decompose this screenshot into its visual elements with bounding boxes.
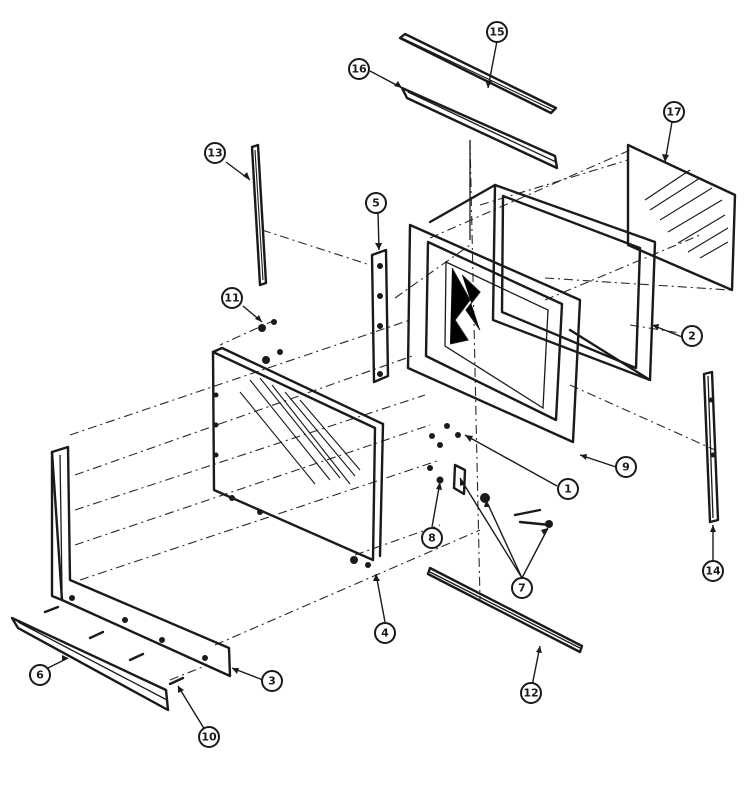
callout-4: 4 bbox=[374, 622, 396, 644]
callout-7: 7 bbox=[511, 577, 533, 599]
part-9-door-frame bbox=[406, 223, 582, 444]
part-10-screws bbox=[43, 605, 185, 686]
callout-13: 13 bbox=[204, 142, 226, 164]
part-6-bottom-strip bbox=[10, 616, 170, 712]
callout-9: 9 bbox=[615, 456, 637, 478]
callout-10-label: 10 bbox=[201, 731, 217, 744]
part-17-back-panel bbox=[626, 143, 737, 292]
callout-5: 5 bbox=[365, 192, 387, 214]
part-16-top-panel bbox=[400, 86, 559, 170]
callout-16: 16 bbox=[348, 58, 370, 80]
callout-17: 17 bbox=[663, 101, 685, 123]
callout-12: 12 bbox=[520, 682, 542, 704]
part-7-hinge-pins bbox=[452, 463, 553, 528]
part-2-rear-frame bbox=[428, 140, 657, 382]
callout-2-label: 2 bbox=[688, 330, 696, 343]
part-4-door-glass bbox=[211, 346, 385, 568]
callout-14-label: 14 bbox=[705, 565, 721, 578]
callout-6: 6 bbox=[29, 664, 51, 686]
callout-3: 3 bbox=[261, 670, 283, 692]
callout-8: 8 bbox=[421, 527, 443, 549]
leader-arrowheads bbox=[62, 80, 716, 693]
part-15-top-trim bbox=[398, 32, 558, 115]
callout-11-label: 11 bbox=[224, 292, 239, 305]
callout-9-label: 9 bbox=[622, 461, 630, 474]
callouts: 15 16 17 13 5 11 2 1 9 8 7 14 4 12 3 6 1… bbox=[29, 21, 724, 748]
part-14-right-strip bbox=[702, 370, 720, 524]
callout-1-label: 1 bbox=[564, 483, 572, 496]
callout-3-label: 3 bbox=[268, 675, 276, 688]
callout-10: 10 bbox=[198, 726, 220, 748]
callout-17-label: 17 bbox=[666, 106, 681, 119]
leader-lines bbox=[47, 40, 714, 736]
callout-15-label: 15 bbox=[489, 26, 504, 39]
callout-4-label: 4 bbox=[381, 627, 389, 640]
callout-5-label: 5 bbox=[372, 197, 380, 210]
callout-2: 2 bbox=[681, 325, 703, 347]
callout-16-label: 16 bbox=[351, 63, 367, 76]
callout-14: 14 bbox=[702, 560, 724, 582]
callout-1: 1 bbox=[557, 478, 579, 500]
part-3-lower-door-frame bbox=[50, 445, 232, 678]
callout-7-label: 7 bbox=[518, 582, 526, 595]
part-8-1-hardware bbox=[427, 423, 461, 484]
callout-12-label: 12 bbox=[523, 687, 538, 700]
callout-8-label: 8 bbox=[428, 532, 436, 545]
part-12-bottom-strip bbox=[426, 566, 584, 654]
callout-11: 11 bbox=[221, 287, 243, 309]
callout-15: 15 bbox=[486, 21, 508, 43]
callout-13-label: 13 bbox=[207, 147, 222, 160]
part-5-hinge-bracket bbox=[370, 248, 390, 384]
part-13-left-strip bbox=[250, 143, 268, 287]
alignment-lines bbox=[69, 139, 731, 681]
callout-6-label: 6 bbox=[36, 669, 44, 682]
part-11-screws bbox=[258, 319, 283, 364]
